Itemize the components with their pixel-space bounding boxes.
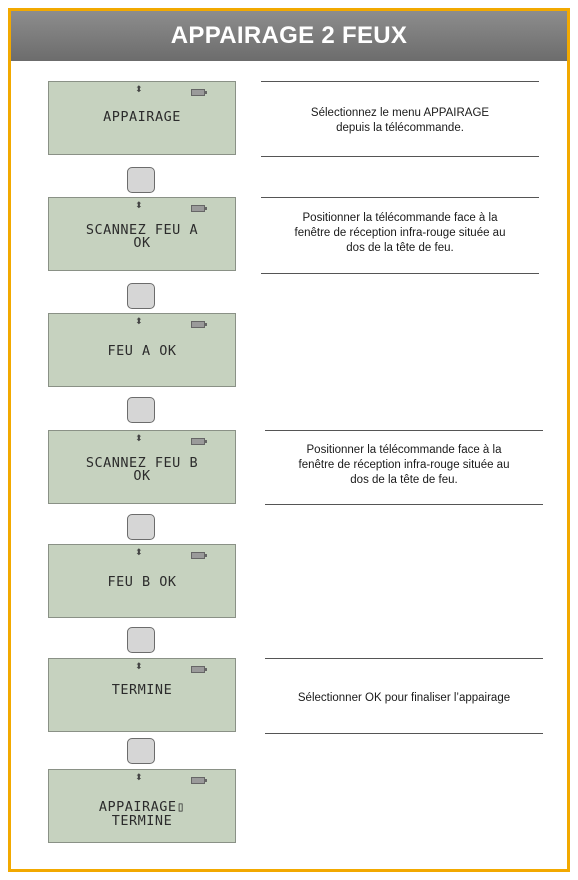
lcd-screen-scan-feu-b: ⬍ SCANNEZ FEU B OK bbox=[48, 430, 236, 504]
divider-line bbox=[265, 504, 543, 505]
lcd-line-1: FEU B OK bbox=[107, 574, 177, 590]
instruction-note-3: Positionner la télécommande face à la fe… bbox=[265, 443, 543, 488]
lcd-line-1: TERMINE bbox=[111, 682, 173, 698]
lcd-line-1: FEU A OK bbox=[107, 343, 177, 359]
divider-line bbox=[265, 658, 543, 659]
note-line: dos de la tête de feu. bbox=[346, 242, 454, 254]
lcd-screen-appairage-termine: ⬍ APPAIRAGE▯ TERMINE bbox=[48, 769, 236, 843]
updown-arrow-icon: ⬍ bbox=[135, 317, 143, 327]
divider-line bbox=[261, 81, 539, 82]
header-bar: APPAIRAGE 2 FEUX bbox=[11, 11, 567, 61]
updown-arrow-icon: ⬍ bbox=[135, 773, 143, 783]
divider-line bbox=[265, 430, 543, 431]
note-line: dos de la tête de feu. bbox=[350, 474, 458, 486]
remote-button[interactable] bbox=[127, 167, 155, 193]
lcd-screen-feu-b-ok: ⬍ FEU B OK bbox=[48, 544, 236, 618]
lcd-screen-termine: ⬍ TERMINE bbox=[48, 658, 236, 732]
battery-icon bbox=[191, 205, 207, 212]
battery-icon bbox=[191, 321, 207, 328]
updown-arrow-icon: ⬍ bbox=[135, 85, 143, 95]
remote-button[interactable] bbox=[127, 397, 155, 423]
instruction-note-1: Sélectionnez le menu APPAIRAGE depuis la… bbox=[261, 106, 539, 136]
remote-button[interactable] bbox=[127, 283, 155, 309]
note-line: Positionner la télécommande face à la bbox=[306, 444, 502, 456]
remote-button[interactable] bbox=[127, 627, 155, 653]
updown-arrow-icon: ⬍ bbox=[135, 662, 143, 672]
instruction-note-2: Positionner la télécommande face à la fe… bbox=[261, 211, 539, 256]
instruction-card: APPAIRAGE 2 FEUX ⬍ APPAIRAGE ⬍ SCANNEZ F… bbox=[8, 8, 570, 872]
note-line: depuis la télécommande. bbox=[336, 122, 464, 134]
divider-line bbox=[261, 197, 539, 198]
battery-icon bbox=[191, 438, 207, 445]
page-title: APPAIRAGE 2 FEUX bbox=[170, 22, 408, 49]
remote-button[interactable] bbox=[127, 514, 155, 540]
lcd-screen-feu-a-ok: ⬍ FEU A OK bbox=[48, 313, 236, 387]
remote-button[interactable] bbox=[127, 738, 155, 764]
battery-icon bbox=[191, 552, 207, 559]
note-line: Sélectionnez le menu APPAIRAGE bbox=[310, 107, 490, 119]
lcd-line-1: APPAIRAGE▯ bbox=[98, 799, 186, 815]
battery-icon bbox=[191, 777, 207, 784]
lcd-line-2: OK bbox=[133, 468, 151, 484]
note-line: Sélectionner OK pour finaliser l’appaira… bbox=[297, 692, 511, 704]
lcd-screen-scan-feu-a: ⬍ SCANNEZ FEU A OK bbox=[48, 197, 236, 271]
battery-icon bbox=[191, 666, 207, 673]
lcd-line-2: TERMINE bbox=[111, 813, 173, 829]
updown-arrow-icon: ⬍ bbox=[135, 548, 143, 558]
divider-line bbox=[261, 156, 539, 157]
battery-icon bbox=[191, 89, 207, 96]
lcd-line-2: OK bbox=[133, 235, 151, 251]
instruction-note-4: Sélectionner OK pour finaliser l’appaira… bbox=[265, 691, 543, 706]
divider-line bbox=[261, 273, 539, 274]
note-line: Positionner la télécommande face à la bbox=[302, 212, 498, 224]
lcd-screen-appairage: ⬍ APPAIRAGE bbox=[48, 81, 236, 155]
lcd-line-1: SCANNEZ FEU B bbox=[85, 455, 199, 471]
note-line: fenêtre de réception infra-rouge située … bbox=[294, 227, 506, 239]
divider-line bbox=[265, 733, 543, 734]
lcd-line-1: SCANNEZ FEU A bbox=[85, 222, 199, 238]
note-line: fenêtre de réception infra-rouge située … bbox=[298, 459, 510, 471]
updown-arrow-icon: ⬍ bbox=[135, 434, 143, 444]
lcd-line-1: APPAIRAGE bbox=[103, 109, 181, 125]
updown-arrow-icon: ⬍ bbox=[135, 201, 143, 211]
